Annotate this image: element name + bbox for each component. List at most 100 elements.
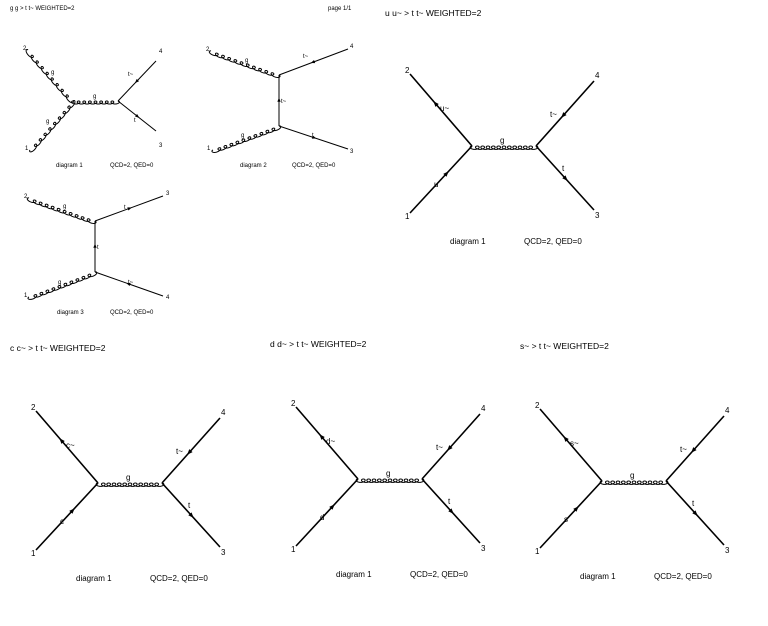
diagram-label: diagram 1	[76, 574, 112, 583]
quark-leg-1	[35, 482, 99, 551]
leg-number: 3	[725, 546, 730, 555]
leg-number: 3	[166, 191, 170, 197]
gluon-propagator	[71, 100, 120, 105]
particle-label: t	[188, 501, 191, 510]
leg-number: 4	[350, 44, 354, 50]
particle-label: g	[58, 280, 61, 286]
leg-number: 4	[166, 295, 170, 301]
particle-label: g	[245, 58, 248, 64]
particle-label: s~	[570, 439, 579, 448]
panel-uubar-ttbar: u u~ > t t~ WEIGHTED=21234uu~gtt~diagram…	[385, 8, 600, 246]
particle-label: g	[126, 473, 130, 482]
leg-number: 1	[535, 547, 540, 556]
arrow-leg-3	[127, 207, 132, 211]
leg-number: 4	[481, 404, 486, 413]
process-title: u u~ > t t~ WEIGHTED=2	[385, 8, 482, 18]
coupling-label: QCD=2, QED=0	[150, 574, 208, 583]
particle-label: t	[124, 205, 126, 211]
diagram-label: diagram 1	[336, 570, 372, 579]
arrow-propagator	[277, 97, 281, 102]
particle-label: t~	[680, 445, 687, 454]
page-label: page 1/1	[328, 6, 352, 12]
particle-label: u~	[440, 104, 449, 113]
arrow-leg-2	[433, 101, 439, 107]
coupling-label: QCD=2, QED=0	[110, 163, 154, 169]
quark-leg-1	[539, 480, 603, 549]
particle-label: t	[448, 497, 451, 506]
gluon-leg-2	[26, 197, 97, 224]
arrow-leg-4	[691, 447, 697, 453]
antitop-leg-4	[665, 415, 725, 482]
particle-label: t~	[281, 99, 287, 105]
antiquark-leg-2	[409, 73, 473, 147]
gluon-leg-2	[208, 50, 281, 78]
leg-number: 1	[31, 549, 36, 558]
leg-number: 2	[405, 66, 410, 75]
diagram-label: diagram 1	[580, 572, 616, 581]
arrow-leg-3	[188, 512, 194, 518]
gluon-propagator	[599, 480, 669, 485]
leg-number: 1	[24, 293, 28, 299]
leg-number: 4	[221, 408, 226, 417]
arrow-leg-2	[319, 434, 325, 440]
arrow-leg-3	[448, 508, 454, 514]
particle-label: s	[564, 515, 568, 524]
diagram-label: diagram 2	[240, 163, 267, 169]
arrow-leg-4	[126, 282, 131, 286]
panel-ddbar-ttbar: d d~ > t t~ WEIGHTED=21234dd~gtt~diagram…	[270, 339, 486, 579]
leg-number: 4	[725, 406, 730, 415]
particle-label: t	[562, 164, 565, 173]
gluon-leg-1	[29, 99, 76, 153]
particle-label: t	[312, 133, 314, 139]
process-title: d d~ > t t~ WEIGHTED=2	[270, 339, 367, 349]
leg-number: 1	[207, 146, 211, 152]
particle-label: g	[630, 471, 634, 480]
arrow-leg-3	[562, 175, 568, 181]
arrow-leg-3	[135, 113, 140, 118]
arrow-leg-1	[69, 508, 75, 514]
gluon-leg-1	[27, 271, 98, 300]
arrow-leg-1	[573, 506, 579, 512]
particle-label: t~	[128, 280, 134, 286]
panel-ccbar-ttbar: c c~ > t t~ WEIGHTED=21234cc~gtt~diagram…	[10, 343, 226, 583]
leg-number: 3	[221, 548, 226, 557]
quark-leg-1	[409, 145, 473, 214]
particle-label: t	[134, 118, 136, 124]
particle-label: t	[692, 499, 695, 508]
particle-label: g	[46, 119, 49, 125]
antitop-leg-4	[535, 80, 595, 147]
particle-label: t~	[176, 447, 183, 456]
particle-label: d~	[326, 437, 335, 446]
antiquark-leg-2	[539, 408, 603, 482]
gluon-propagator	[95, 482, 165, 487]
coupling-label: QCD=2, QED=0	[524, 237, 582, 246]
leg-number: 3	[159, 143, 163, 149]
particle-label: g	[500, 136, 504, 145]
particle-label: u	[434, 180, 438, 189]
arrow-propagator	[93, 243, 97, 248]
process-title: c c~ > t t~ WEIGHTED=2	[10, 343, 106, 353]
leg-number: 3	[481, 544, 486, 553]
leg-number: 1	[291, 545, 296, 554]
arrow-leg-3	[311, 135, 317, 139]
antitop-leg-4	[421, 413, 481, 480]
arrow-leg-2	[59, 438, 65, 444]
arrow-leg-4	[187, 449, 193, 455]
particle-label: t	[97, 245, 99, 251]
particle-label: t~	[436, 443, 443, 452]
leg-number: 2	[31, 403, 36, 412]
leg-number: 3	[350, 149, 354, 155]
arrow-leg-2	[563, 436, 569, 442]
quark-leg-1	[295, 478, 359, 547]
particle-label: t~	[550, 110, 557, 119]
process-title: s~ > t t~ WEIGHTED=2	[520, 341, 609, 351]
arrow-leg-4	[134, 78, 140, 84]
antiquark-leg-2	[295, 406, 359, 480]
leg-number: 2	[291, 399, 296, 408]
gluon-propagator	[469, 145, 539, 150]
particle-label: t~	[128, 72, 134, 78]
arrow-leg-4	[310, 60, 316, 64]
